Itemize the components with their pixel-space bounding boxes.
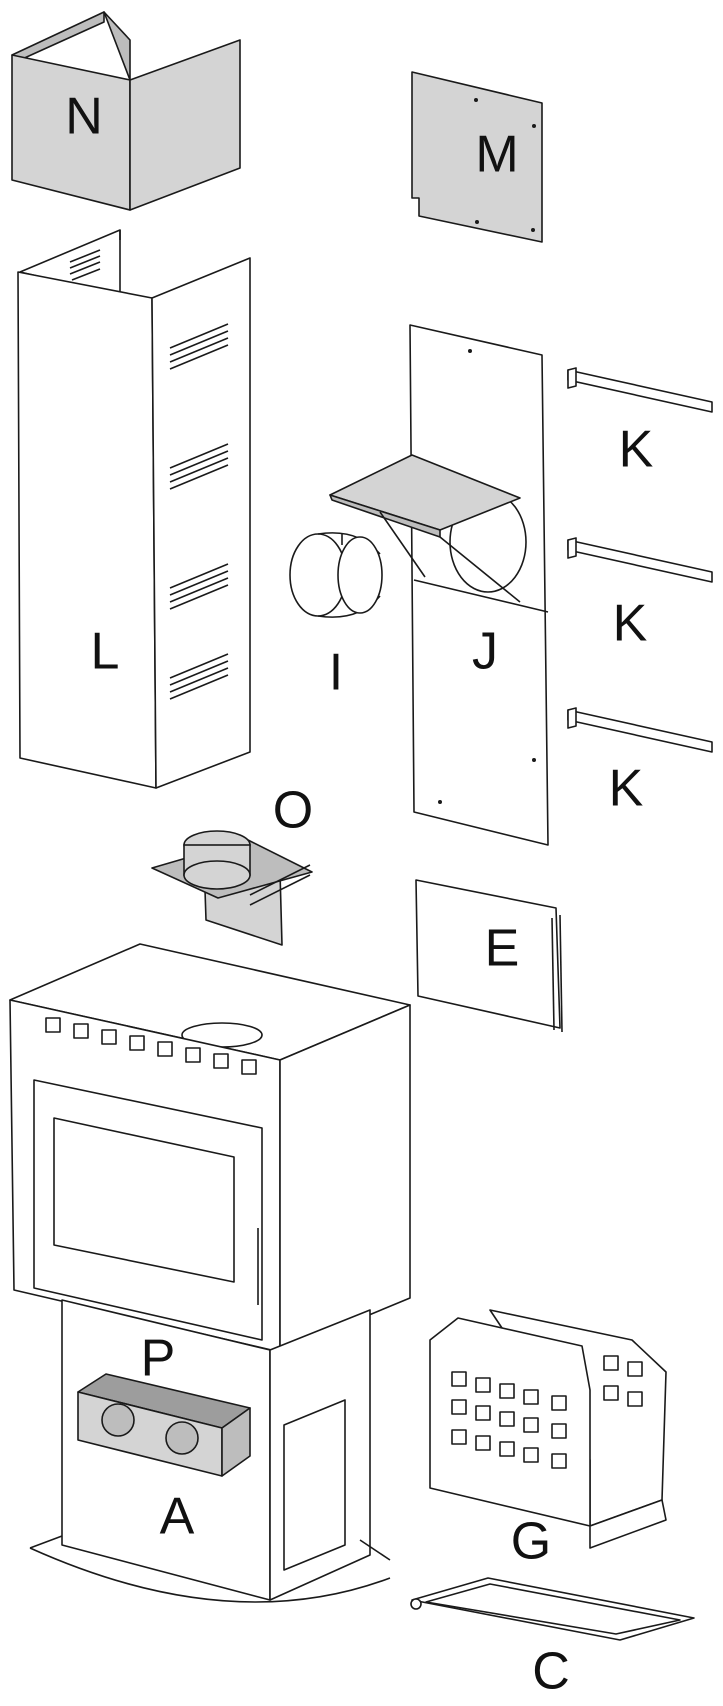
part-e-plate bbox=[415, 879, 563, 1033]
part-l-casing bbox=[17, 229, 251, 789]
part-m-panel bbox=[411, 71, 543, 243]
label-p: P bbox=[141, 1330, 176, 1388]
label-a: A bbox=[160, 1488, 195, 1546]
label-e: E bbox=[485, 920, 520, 978]
label-l: L bbox=[91, 623, 120, 681]
stove-body bbox=[9, 943, 411, 1603]
label-n: N bbox=[65, 88, 103, 146]
label-j: J bbox=[472, 623, 498, 681]
vent-slots bbox=[69, 249, 229, 700]
part-k-brackets bbox=[567, 367, 713, 753]
part-i-flue-ring bbox=[289, 532, 383, 618]
part-c-tray bbox=[410, 1577, 695, 1641]
part-j-back-plate bbox=[329, 324, 549, 846]
label-m: M bbox=[475, 126, 518, 184]
label-c: C bbox=[532, 1643, 570, 1701]
label-i: I bbox=[329, 644, 343, 702]
basket-holes bbox=[451, 1355, 643, 1469]
part-o-flue-collar bbox=[151, 830, 313, 946]
label-g: G bbox=[511, 1513, 551, 1571]
air-vents bbox=[45, 1017, 257, 1075]
label-k-2: K bbox=[613, 595, 648, 653]
label-k-1: K bbox=[619, 421, 654, 479]
part-p-blower bbox=[77, 1373, 251, 1477]
label-k-3: K bbox=[609, 760, 644, 818]
label-o: O bbox=[273, 782, 313, 840]
part-g-log-holder bbox=[429, 1309, 667, 1549]
part-n-top-cover bbox=[11, 11, 241, 211]
